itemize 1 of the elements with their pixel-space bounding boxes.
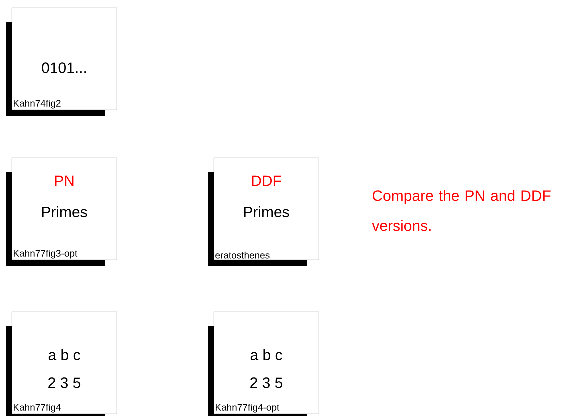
note-text: Compare the PN and DDF versions. [372, 190, 551, 232]
